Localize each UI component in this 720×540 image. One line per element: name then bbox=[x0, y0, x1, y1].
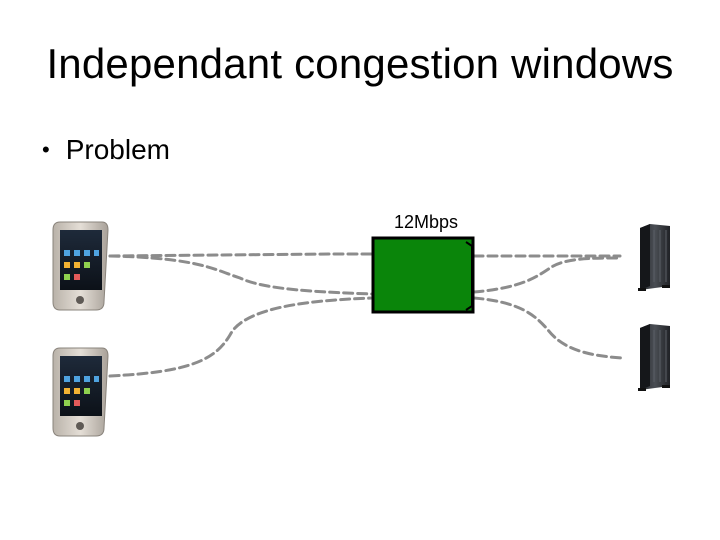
path-phone2-upper bbox=[108, 296, 374, 378]
bottleneck-label: 12Mbps bbox=[393, 212, 459, 232]
bullet-text: Problem bbox=[65, 134, 170, 165]
path-phone1-top bbox=[108, 252, 374, 258]
server-tower-icon bbox=[638, 224, 670, 291]
path-phone1-lower bbox=[108, 254, 374, 296]
smartphone-icon bbox=[52, 221, 109, 311]
slide-title: Independant congestion windows bbox=[46, 40, 674, 87]
bottleneck-box bbox=[371, 236, 475, 314]
bullet-item-problem: • Problem bbox=[42, 134, 170, 166]
path-server2-lower bbox=[472, 296, 624, 360]
bullet-dot: • bbox=[42, 137, 50, 162]
server-tower-icon bbox=[638, 324, 670, 391]
smartphone-icon bbox=[52, 347, 109, 437]
path-server1-lower bbox=[472, 256, 622, 294]
